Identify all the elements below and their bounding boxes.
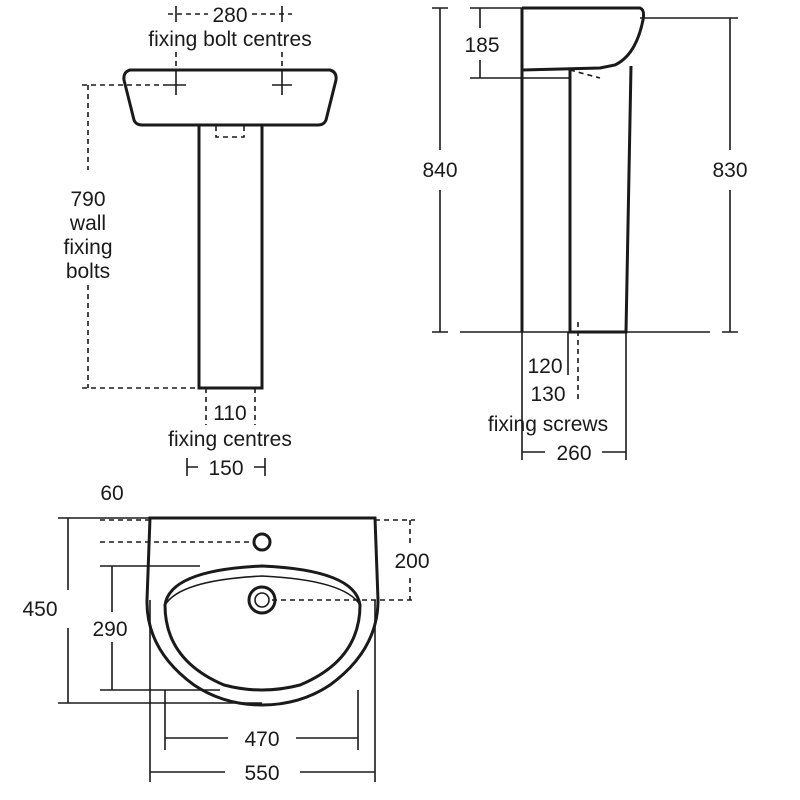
wall-bolts-value: 790 [70, 188, 105, 211]
tap-hole-offset-value: 60 [100, 482, 123, 505]
bolt-cross-right-icon [272, 75, 292, 95]
basin-side-outline [521, 6, 646, 72]
screw-spacing-inner: 120 [527, 355, 562, 378]
screw-spacing-outer: 130 [530, 383, 565, 406]
fixing-centres-label: fixing centres [168, 428, 292, 451]
basin-top-outline [145, 516, 380, 707]
waste-outlet [247, 585, 277, 615]
top-view: 60 200 450 290 470 550 [22, 482, 429, 785]
pedestal-height-value: 830 [712, 159, 747, 182]
pedestal-side [568, 65, 633, 334]
wall-bolts-label: wall [69, 212, 106, 235]
tap-hole [252, 532, 272, 552]
overall-width-value: 550 [244, 762, 279, 785]
bowl-outline [163, 564, 362, 692]
front-view: 280 fixing bolt centres 790 wall fixing … [63, 4, 338, 480]
bowl-depth-value: 290 [92, 618, 127, 641]
bolt-centres-value: 280 [212, 4, 247, 27]
basin-depth-value: 185 [464, 34, 499, 57]
pedestal-front [197, 125, 264, 390]
pedestal-width-value: 150 [208, 457, 243, 480]
side-view: 840 185 830 120 130 fixing screws 260 [422, 6, 748, 465]
total-height-value: 840 [422, 159, 457, 182]
wall-bolts-label: fixing [63, 236, 112, 259]
basin-front-outline [122, 68, 338, 127]
overall-depth-value: 450 [22, 598, 57, 621]
overflow-outline [215, 126, 245, 138]
screws-label: fixing screws [488, 413, 608, 436]
waste-offset-value: 200 [394, 550, 429, 573]
fixing-centres-value: 110 [213, 402, 246, 425]
pedestal-depth-value: 260 [556, 442, 591, 465]
bolt-centres-label: fixing bolt centres [148, 28, 311, 51]
bowl-width-value: 470 [244, 728, 279, 751]
bolt-cross-left-icon [166, 75, 186, 95]
wall-bolts-label: bolts [66, 260, 110, 283]
